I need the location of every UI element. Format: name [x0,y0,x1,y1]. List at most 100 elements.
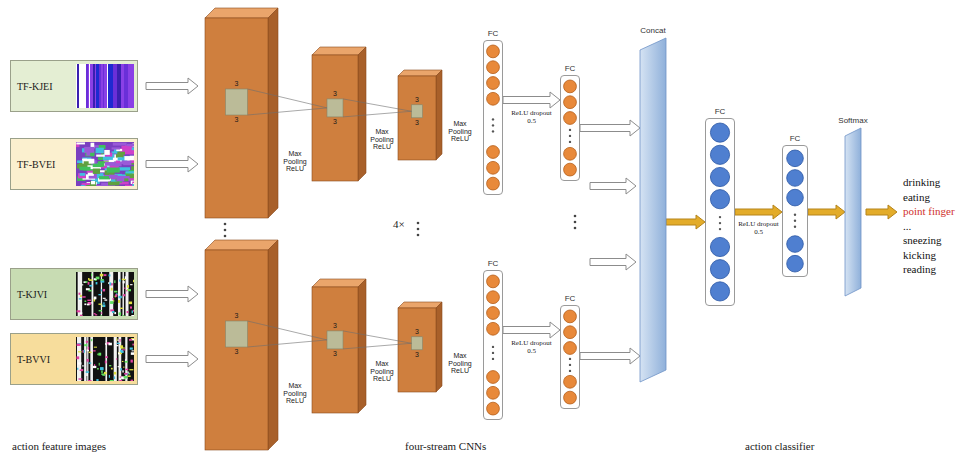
image-pixel-band [114,280,115,283]
image-pixel-band [118,366,120,367]
image-pixel-band [86,341,88,343]
neuron [710,237,729,256]
kernel-size: 3 [415,328,419,336]
neuron [564,80,577,93]
image-pixel-band [96,379,98,381]
image-pixel-band [129,339,132,341]
block-arrow [146,78,198,94]
image-pixel-band [85,301,87,302]
image-pixel-band [119,167,131,170]
image-pixel-band [99,64,101,108]
image-pixel-band [120,345,123,348]
neuron [564,163,577,176]
neuron [564,112,577,125]
image-pixel-band [112,64,113,108]
image-pixel-band [93,350,95,351]
image-pixel-band [96,282,98,284]
layer-operation-label: Max Pooling ReLU [279,150,311,173]
image-pixel-band [132,184,134,186]
layer-operation-label: Max Pooling ReLU [366,128,398,151]
image-pixel-band [130,306,132,308]
image-pixel-band [94,297,97,300]
image-pixel-band [129,369,133,370]
neuron [487,77,500,90]
image-pixel-band [132,339,134,341]
neuron [710,260,729,279]
image-pixel-band [100,367,104,370]
neuron [492,118,494,120]
kernel-projection-line [248,321,328,340]
neuron-column [484,41,502,194]
neuron [492,124,494,126]
neuron [487,291,500,304]
image-pixel-band [133,280,134,282]
image-pixel-band [103,64,104,108]
layer-operation-label: Max Pooling ReLU [443,352,477,375]
image-pixel-band [84,303,86,305]
image-pixel-band [126,171,134,173]
neuron-column [484,271,502,419]
kernel-projection-line [248,340,328,347]
conv-top-face [312,47,366,55]
image-pixel-band [123,281,125,283]
image-pixel-band [95,185,106,186]
image-pixel-band [79,298,82,299]
feature-image-box: TF-BVEI [10,138,138,190]
image-pixel-band [111,288,113,291]
kernel-projection-line [343,331,412,343]
action-class: reading [903,263,936,276]
fc-layer: FC [483,40,503,195]
block-arrow [735,205,782,219]
image-pixel-band [114,372,116,375]
bar-layer: Softmax [845,128,861,296]
neuron [787,150,804,167]
bar-layer: Concat [640,38,666,382]
image-pixel-band [132,350,134,351]
neuron [492,358,494,360]
image-pixel-band [125,185,134,186]
feature-image-box: T-KJVI [10,268,138,320]
image-pixel-band [109,175,118,179]
image-pixel-band [122,370,123,372]
image-pixel-band [104,64,107,108]
neuron [487,61,500,74]
image-name: TF-BVEI [17,159,55,170]
ellipsis-dot [224,229,227,232]
image-pixel-band [87,300,91,301]
edge-label: ReLU dropout 0.5 [510,340,554,355]
image-name: T-BVVI [17,354,50,365]
image-pixel-band [101,64,103,108]
image-pixel-band [117,343,120,344]
image-pixel-band [80,315,83,316]
feature-image [76,337,134,381]
ellipsis-dot [224,223,227,226]
image-pixel-band [86,371,89,372]
conv-layer [398,302,442,392]
neuron-column [561,76,579,180]
ellipsis-dot [417,234,420,237]
action-class: kicking [903,249,936,262]
image-pixel-band [122,272,123,316]
image-pixel-band [116,345,118,346]
fc-layer: FC [560,75,580,181]
kernel-size: 3 [333,350,337,358]
image-pixel-band [121,64,124,108]
edge-label: ReLU dropout 0.5 [510,110,554,125]
block-arrow [146,156,198,172]
neuron [487,146,500,159]
image-pixel-band [114,376,115,379]
block-arrow [590,254,636,270]
layer-heading: FC [488,259,499,268]
image-pixel-band [115,294,117,297]
kernel-projection-line [343,343,412,349]
image-pixel-band [119,339,120,342]
kernel-size: 3 [415,96,419,104]
image-pixel-band [116,338,117,341]
neuron [492,130,494,132]
neuron [794,214,796,216]
image-pixel-band [87,337,88,381]
layer-heading: FC [565,294,576,303]
image-pixel-band [105,356,108,358]
image-pixel-band [119,380,122,381]
fc-layer: FC [560,305,580,409]
